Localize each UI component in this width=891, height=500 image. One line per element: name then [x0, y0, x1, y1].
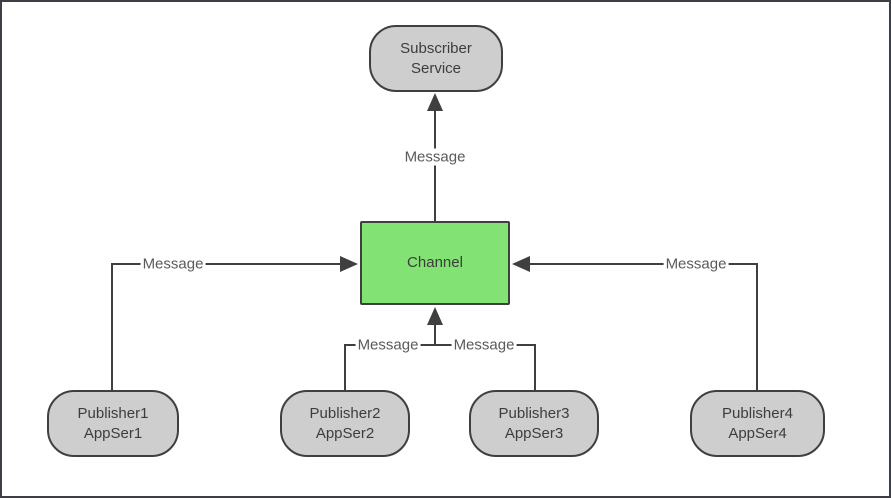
node-label-line: Publisher3	[498, 404, 570, 422]
node-label-line: AppSer1	[83, 424, 143, 442]
node-label-line: AppSer4	[728, 424, 787, 442]
node-label-line: Publisher4	[722, 404, 793, 422]
node-label-line: AppSer3	[504, 424, 564, 442]
edge-label-publisher3-to-channel: Message	[451, 336, 517, 354]
publisher3-node: Publisher3 AppSer3	[469, 390, 599, 457]
edge-label-channel-to-subscriber: Message	[402, 148, 468, 166]
edge-label-publisher2-to-channel: Message	[355, 336, 421, 354]
publisher2-node: Publisher2 AppSer2	[280, 390, 410, 457]
subscriber-service-node: Subscriber Service	[369, 25, 503, 92]
arrowhead-up-subscriber	[427, 93, 443, 111]
arrowhead-left-channel	[512, 256, 530, 272]
publisher4-node: Publisher4 AppSer4	[690, 390, 825, 457]
node-label-line: Publisher2	[309, 404, 381, 422]
node-label-line: Subscriber	[400, 39, 472, 57]
node-label-line: AppSer2	[315, 424, 375, 442]
edge-label-publisher1-to-channel: Message	[140, 255, 206, 273]
arrowhead-up-channel	[427, 307, 443, 325]
channel-node: Channel	[360, 221, 510, 305]
node-label-line: Service	[410, 59, 462, 77]
edge-publisher1-to-channel	[111, 263, 343, 390]
node-label-line: Channel	[407, 254, 463, 271]
node-label-line: Publisher1	[77, 404, 149, 422]
publisher1-node: Publisher1 AppSer1	[47, 390, 179, 457]
edge-publisher4-to-channel	[527, 263, 758, 390]
arrowhead-right-channel	[340, 256, 358, 272]
edge-label-publisher4-to-channel: Message	[663, 255, 729, 273]
